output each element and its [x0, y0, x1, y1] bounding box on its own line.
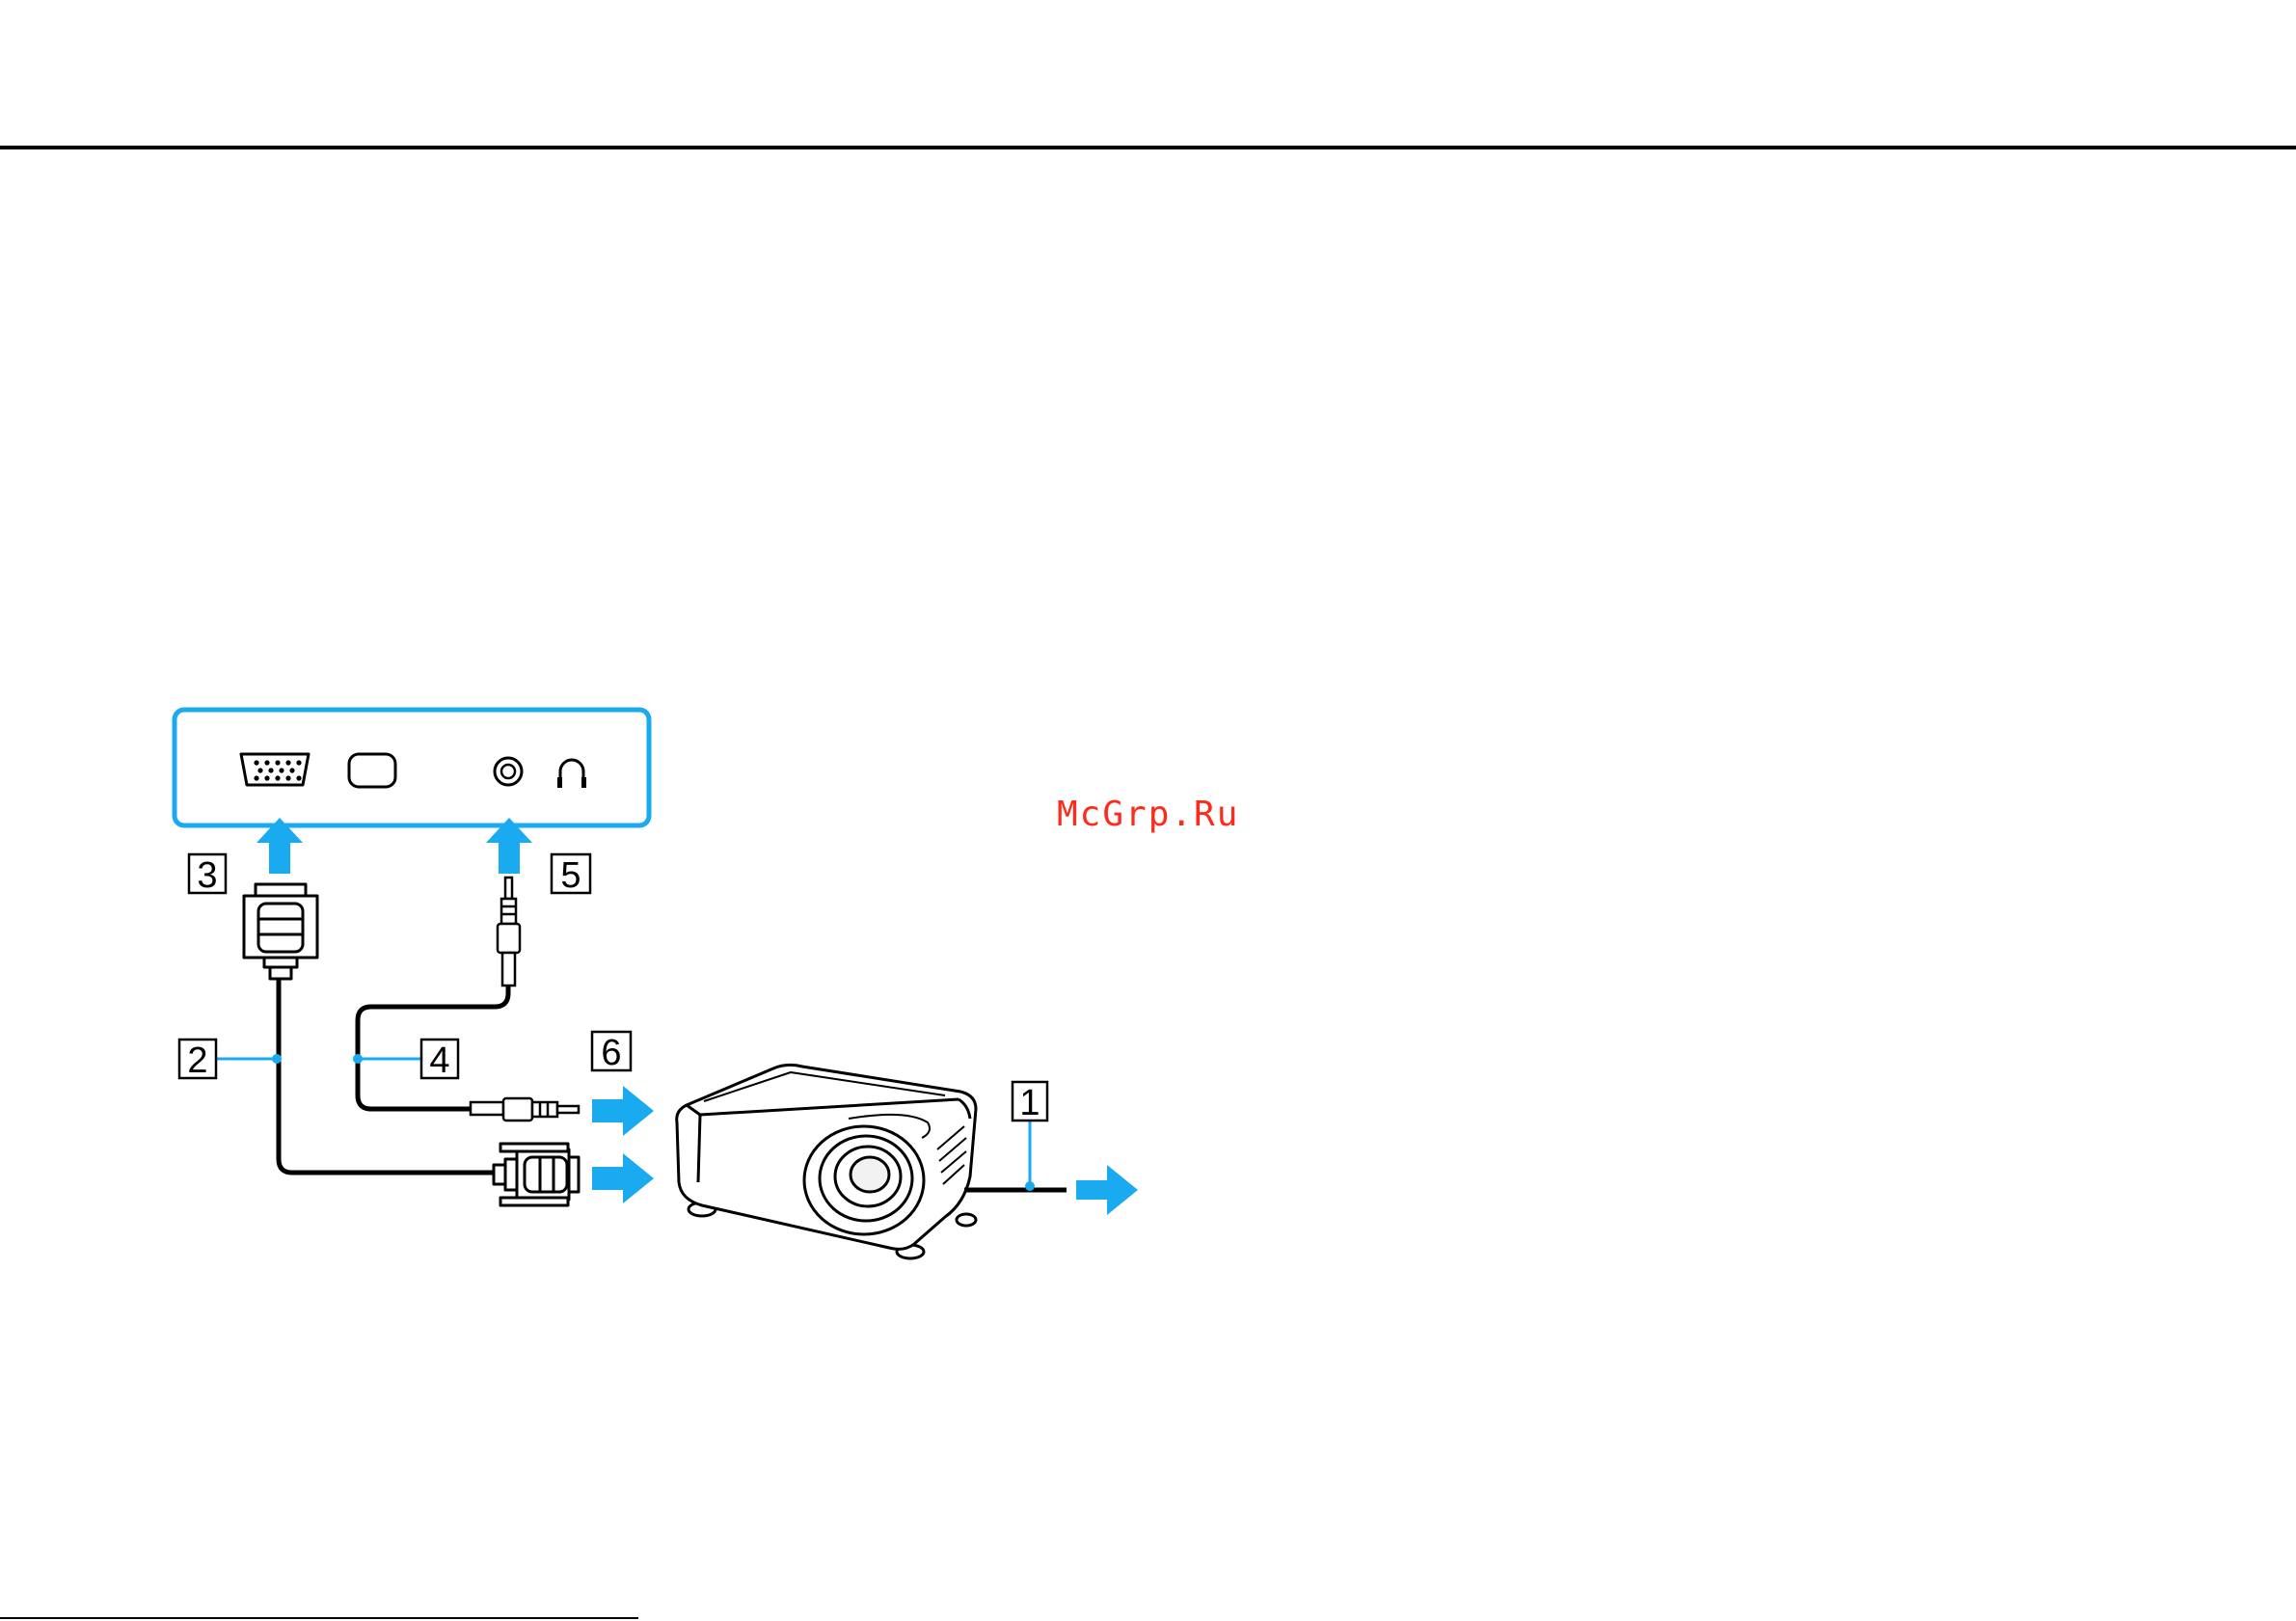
- callout-4-label: 4: [429, 1040, 449, 1081]
- callout-2: 2: [179, 1040, 216, 1081]
- computer-port-panel: [175, 710, 649, 825]
- callout-5-label: 5: [560, 855, 581, 896]
- callout-4: 4: [421, 1040, 458, 1081]
- callout-3-label: 3: [197, 855, 217, 896]
- arrow-right-audio: [592, 1086, 654, 1136]
- callout-1: 1: [1013, 1082, 1047, 1123]
- arrow-right-vga: [592, 1153, 654, 1203]
- projector-icon: [677, 1065, 976, 1258]
- monitor-port-icon: [241, 754, 309, 785]
- callout-2-label: 2: [187, 1040, 207, 1081]
- watermark: McGrp.Ru: [1057, 795, 1239, 834]
- headphone-jack-icon: [495, 758, 522, 785]
- audio-plug-bottom-icon: [471, 1098, 579, 1121]
- callout-5: 5: [552, 854, 590, 896]
- callout-1-label: 1: [1019, 1083, 1040, 1123]
- callout-3: 3: [189, 854, 226, 896]
- footer-rule: [0, 1617, 638, 1619]
- arrow-right-power: [1076, 1165, 1138, 1215]
- vga-connector-bottom-icon: [494, 1144, 579, 1205]
- display-symbol-icon: [349, 754, 395, 787]
- header-rule: [0, 146, 2296, 149]
- audio-plug-top-icon: [498, 878, 520, 986]
- callout-6-label: 6: [601, 1033, 621, 1073]
- callout-6: 6: [592, 1032, 631, 1073]
- vga-connector-top-icon: [244, 884, 317, 979]
